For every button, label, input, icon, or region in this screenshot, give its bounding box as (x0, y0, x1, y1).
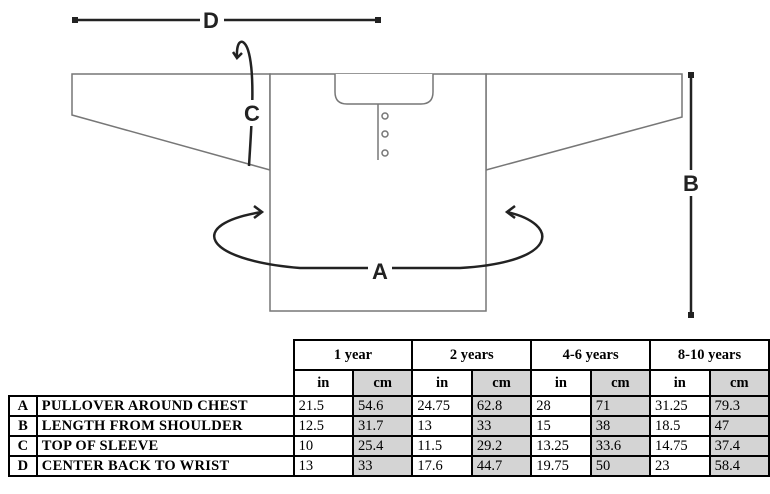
unit-cm: cm (351, 369, 414, 397)
value-cell: 13 (411, 415, 473, 437)
value-cell: 58.4 (708, 455, 770, 477)
value-cell: 38 (589, 415, 652, 437)
value-cell: 11.5 (411, 435, 473, 457)
value-cell: 15 (530, 415, 592, 437)
value-cell: 54.6 (351, 395, 414, 417)
table-row: D CENTER BACK TO WRIST 13 33 17.6 44.7 1… (8, 455, 770, 477)
size-2-years-header: 2 years (411, 339, 533, 371)
value-cell: 47 (708, 415, 770, 437)
value-cell: 37.4 (708, 435, 770, 457)
size-8-10-years-header: 8-10 years (649, 339, 770, 371)
label-c: C (244, 101, 260, 126)
unit-cm: cm (470, 369, 533, 397)
unit-cm: cm (589, 369, 652, 397)
button-2 (381, 130, 389, 138)
value-cell: 24.75 (411, 395, 473, 417)
left-sleeve (71, 73, 271, 171)
value-cell: 19.75 (530, 455, 592, 477)
value-cell: 25.4 (351, 435, 414, 457)
neckline (334, 74, 434, 105)
value-cell: 71 (589, 395, 652, 417)
row-description: TOP OF SLEEVE (35, 435, 295, 457)
table-row: A PULLOVER AROUND CHEST 21.5 54.6 24.75 … (8, 395, 770, 417)
value-cell: 10 (292, 435, 355, 457)
value-cell: 50 (589, 455, 652, 477)
row-description: PULLOVER AROUND CHEST (35, 395, 295, 417)
button-1 (381, 112, 389, 120)
right-sleeve (485, 73, 683, 171)
unit-in: in (530, 369, 592, 397)
row-key: A (8, 395, 38, 417)
value-cell: 79.3 (708, 395, 770, 417)
value-cell: 13.25 (530, 435, 592, 457)
value-cell: 12.5 (292, 415, 355, 437)
label-d: D (203, 8, 219, 33)
size-1-year-header: 1 year (292, 339, 414, 371)
value-cell: 28 (530, 395, 592, 417)
value-cell: 29.2 (470, 435, 533, 457)
row-key: D (8, 455, 38, 477)
value-cell: 18.5 (649, 415, 711, 437)
measure-a (213, 205, 544, 270)
row-key: B (8, 415, 38, 437)
value-cell: 17.6 (411, 455, 473, 477)
value-cell: 13 (292, 455, 355, 477)
value-cell: 33 (470, 415, 533, 437)
row-key: C (8, 435, 38, 457)
value-cell: 14.75 (649, 435, 711, 457)
value-cell: 23 (649, 455, 711, 477)
size-chart-table: 1 year 2 years 4-6 years 8-10 years in c… (8, 339, 770, 477)
value-cell: 33 (351, 455, 414, 477)
measure-d (72, 17, 381, 23)
value-cell: 31.25 (649, 395, 711, 417)
unit-cm: cm (708, 369, 770, 397)
label-a: A (372, 259, 388, 284)
unit-header-row: in cm in cm in cm in cm (9, 369, 770, 397)
size-header-row: 1 year 2 years 4-6 years 8-10 years (9, 339, 770, 371)
value-cell: 21.5 (292, 395, 355, 417)
row-description: CENTER BACK TO WRIST (35, 455, 295, 477)
measure-c (231, 40, 254, 167)
button-3 (381, 149, 389, 157)
row-description: LENGTH FROM SHOULDER (35, 415, 295, 437)
table-row: B LENGTH FROM SHOULDER 12.5 31.7 13 33 1… (8, 415, 770, 437)
value-cell: 33.6 (589, 435, 652, 457)
unit-in: in (292, 369, 355, 397)
table-row: C TOP OF SLEEVE 10 25.4 11.5 29.2 13.25 … (8, 435, 770, 457)
value-cell: 44.7 (470, 455, 533, 477)
value-cell: 62.8 (470, 395, 533, 417)
value-cell: 31.7 (351, 415, 414, 437)
size-4-6-years-header: 4-6 years (530, 339, 652, 371)
unit-in: in (411, 369, 473, 397)
unit-in: in (649, 369, 711, 397)
label-b: B (683, 171, 699, 196)
